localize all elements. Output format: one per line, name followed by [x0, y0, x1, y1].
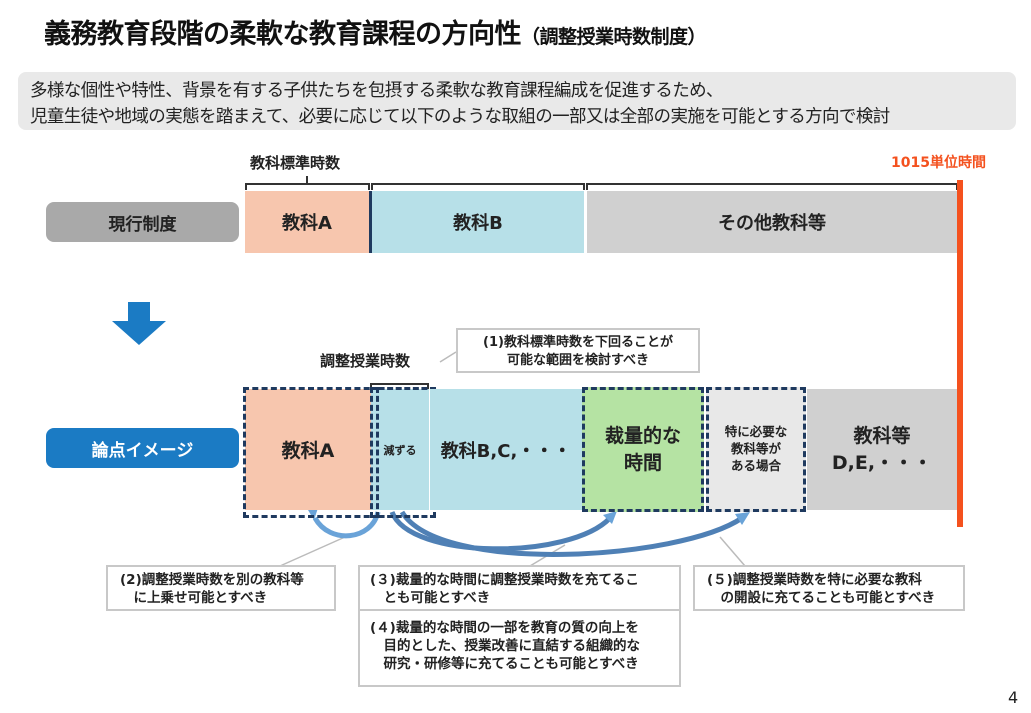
proposal-subject-a-text: 教科A — [281, 440, 335, 462]
summary-box: 多様な個性や特性、背景を有する子供たちを包摂する柔軟な教育課程編成を促進するため… — [18, 72, 1016, 130]
note-4-line: (４)裁量的な時間の一部を教育の質の向上を — [370, 620, 639, 636]
summary-line-2: 児童生徒や地域の実態を踏まえて、必要に応じて以下のような取組の一部又は全部の実施… — [30, 107, 890, 127]
connector-5 — [719, 536, 746, 567]
note-2-line: に上乗せ可能とすべき — [120, 590, 268, 607]
note-4-line: 目的とした、授業改善に直結する組織的な — [370, 638, 640, 655]
note-4-line: 研究・研修等に充てることも可能とすべき — [370, 656, 639, 673]
current-subject-a: 教科A — [245, 191, 369, 253]
special-line: 教科等が — [730, 441, 781, 457]
connector-1 — [439, 351, 457, 363]
proposal-subject-a: 教科A — [245, 389, 371, 510]
note-1-line: 可能な範囲を検討すべき — [506, 353, 650, 369]
special-line: ある場合 — [730, 457, 781, 473]
note-1: (1)教科標準時数を下回ることが可能な範囲を検討すべき — [456, 328, 700, 373]
page-title: 義務教育段階の柔軟な教育課程の方向性（調整授業時数制度） — [44, 12, 707, 51]
reduce-text: 減ずる — [383, 443, 417, 457]
divider — [369, 191, 372, 253]
dashed-frame-a — [243, 387, 379, 518]
proposal-subjects-de: 教科等 D,E,・・・ — [807, 389, 957, 510]
title-main: 義務教育段階の柔軟な教育課程の方向性 — [44, 19, 522, 50]
summary-line-1: 多様な個性や特性、背景を有する子供たちを包摂する柔軟な教育課程編成を促進するため… — [30, 81, 724, 101]
adjust-hours-label: 調整授業時数 — [320, 352, 411, 370]
page-number: 4 — [1008, 688, 1019, 707]
brace-other — [586, 183, 958, 190]
note-5-line: の開設に充てることも可能とすべき — [707, 590, 936, 607]
arrow-head-special — [735, 512, 750, 525]
note-5-line: (５)調整授業時数を特に必要な教科 — [707, 572, 922, 588]
arrow-to-subject-a — [312, 511, 381, 539]
title-sub: （調整授業時数制度） — [521, 26, 707, 48]
note-3: (３)裁量的な時間に調整授業時数を充てるこ とも可能とすべき — [358, 565, 681, 611]
discretionary-line: 時間 — [623, 451, 662, 474]
note-5: (５)調整授業時数を特に必要な教科 の開設に充てることも可能とすべき — [693, 565, 965, 611]
brace-subject-a — [245, 176, 370, 190]
special-subjects: 特に必要な 教科等が ある場合 — [706, 387, 806, 512]
note-3-line: (３)裁量的な時間に調整授業時数を充てるこ — [370, 572, 639, 588]
de-line: 教科等 — [853, 424, 911, 447]
down-arrow-icon — [112, 302, 166, 345]
note-2: (2)調整授業時数を別の教科等 に上乗せ可能とすべき — [106, 565, 336, 611]
special-line: 特に必要な — [724, 424, 788, 440]
note-3-line: とも可能とすべき — [370, 590, 491, 607]
arrow-to-special — [399, 510, 744, 557]
limit-line — [957, 180, 963, 527]
total-hours-label: 1015単位時間 — [891, 155, 986, 171]
connector-2 — [279, 536, 346, 567]
brace-subject-b — [371, 183, 585, 190]
arrow-head-a — [308, 508, 318, 520]
discretionary-line: 裁量的な — [604, 424, 681, 447]
current-other-subjects: その他教科等 — [587, 191, 957, 253]
proposal-subjects-bc: 教科B,C,・・・ — [430, 389, 582, 510]
note-4: (４)裁量的な時間の一部を教育の質の向上を 目的とした、授業改善に直結する組織的… — [358, 609, 681, 687]
standard-hours-label: 教科標準時数 — [250, 154, 341, 172]
dashed-frame-reduce — [370, 387, 436, 518]
note-1-line: (1)教科標準時数を下回ることが — [483, 335, 673, 350]
note-2-line: (2)調整授業時数を別の教科等 — [120, 572, 304, 588]
proposal-reduce: 減ずる — [371, 389, 429, 510]
current-system-label: 現行制度 — [46, 202, 239, 242]
discretionary-time: 裁量的な 時間 — [582, 387, 704, 512]
current-subject-b: 教科B — [372, 191, 584, 253]
arrow-head-discretionary — [603, 511, 617, 524]
proposal-label: 論点イメージ — [46, 428, 239, 468]
de-line: D,E,・・・ — [831, 451, 933, 474]
